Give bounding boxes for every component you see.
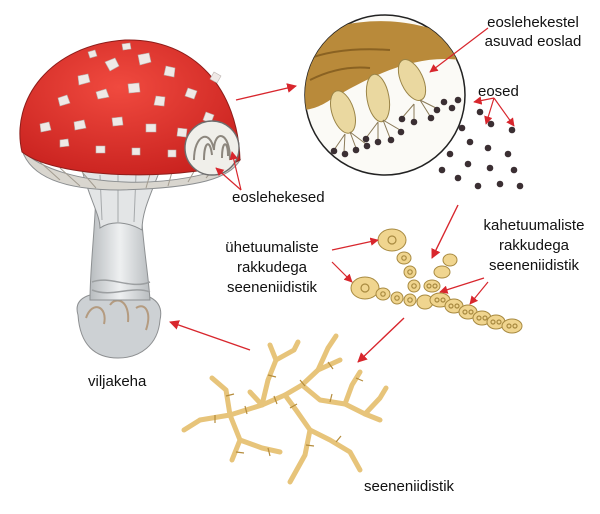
label-spores-on-gills-line1: eoslehekestel [487,14,579,31]
label-fruiting-body: viljakeha [88,373,147,390]
label-spores-on-gills-line2: asuvad eoslad [484,33,582,50]
label-spores: eosed [478,83,519,100]
arrow-hyphae-to-mycelium [357,317,405,363]
hyphae-illustration [350,228,523,334]
label-monokaryotic-line1: ühetuumaliste [225,239,319,256]
mushroom-gills-underside [21,149,242,191]
gills-magnifier-circle [184,120,240,176]
fruiting-body-illustration [19,39,242,359]
arrow-mushroom-to-gills-zoom [235,83,297,101]
label-mycelium: seeneniidistik [364,478,455,495]
mycelium-illustration [181,333,389,485]
label-dikaryotic-line3: seeneniidistik [488,257,580,274]
gill-tissue [305,21,460,110]
life-cycle-arrows [169,83,459,363]
label-gills: eoslehekesed [232,189,325,206]
mycelium-septa [214,361,364,457]
arrow-spores-to-hyphae [431,204,459,259]
spore-magnification-circle [304,14,466,176]
basidia [330,59,427,134]
label-monokaryotic-line2: rakkudega [236,259,308,276]
spores-dots [330,96,524,190]
label-dikaryotic-line2: rakkudega [498,237,570,254]
label-dikaryotic-line1: kahetuumaliste [483,217,585,234]
label-monokaryotic-line3: seeneniidistik [226,279,318,296]
cap-spots [39,42,222,158]
arrow-mycelium-to-fruiting-body [169,320,251,351]
label-leader-lines [215,27,515,305]
